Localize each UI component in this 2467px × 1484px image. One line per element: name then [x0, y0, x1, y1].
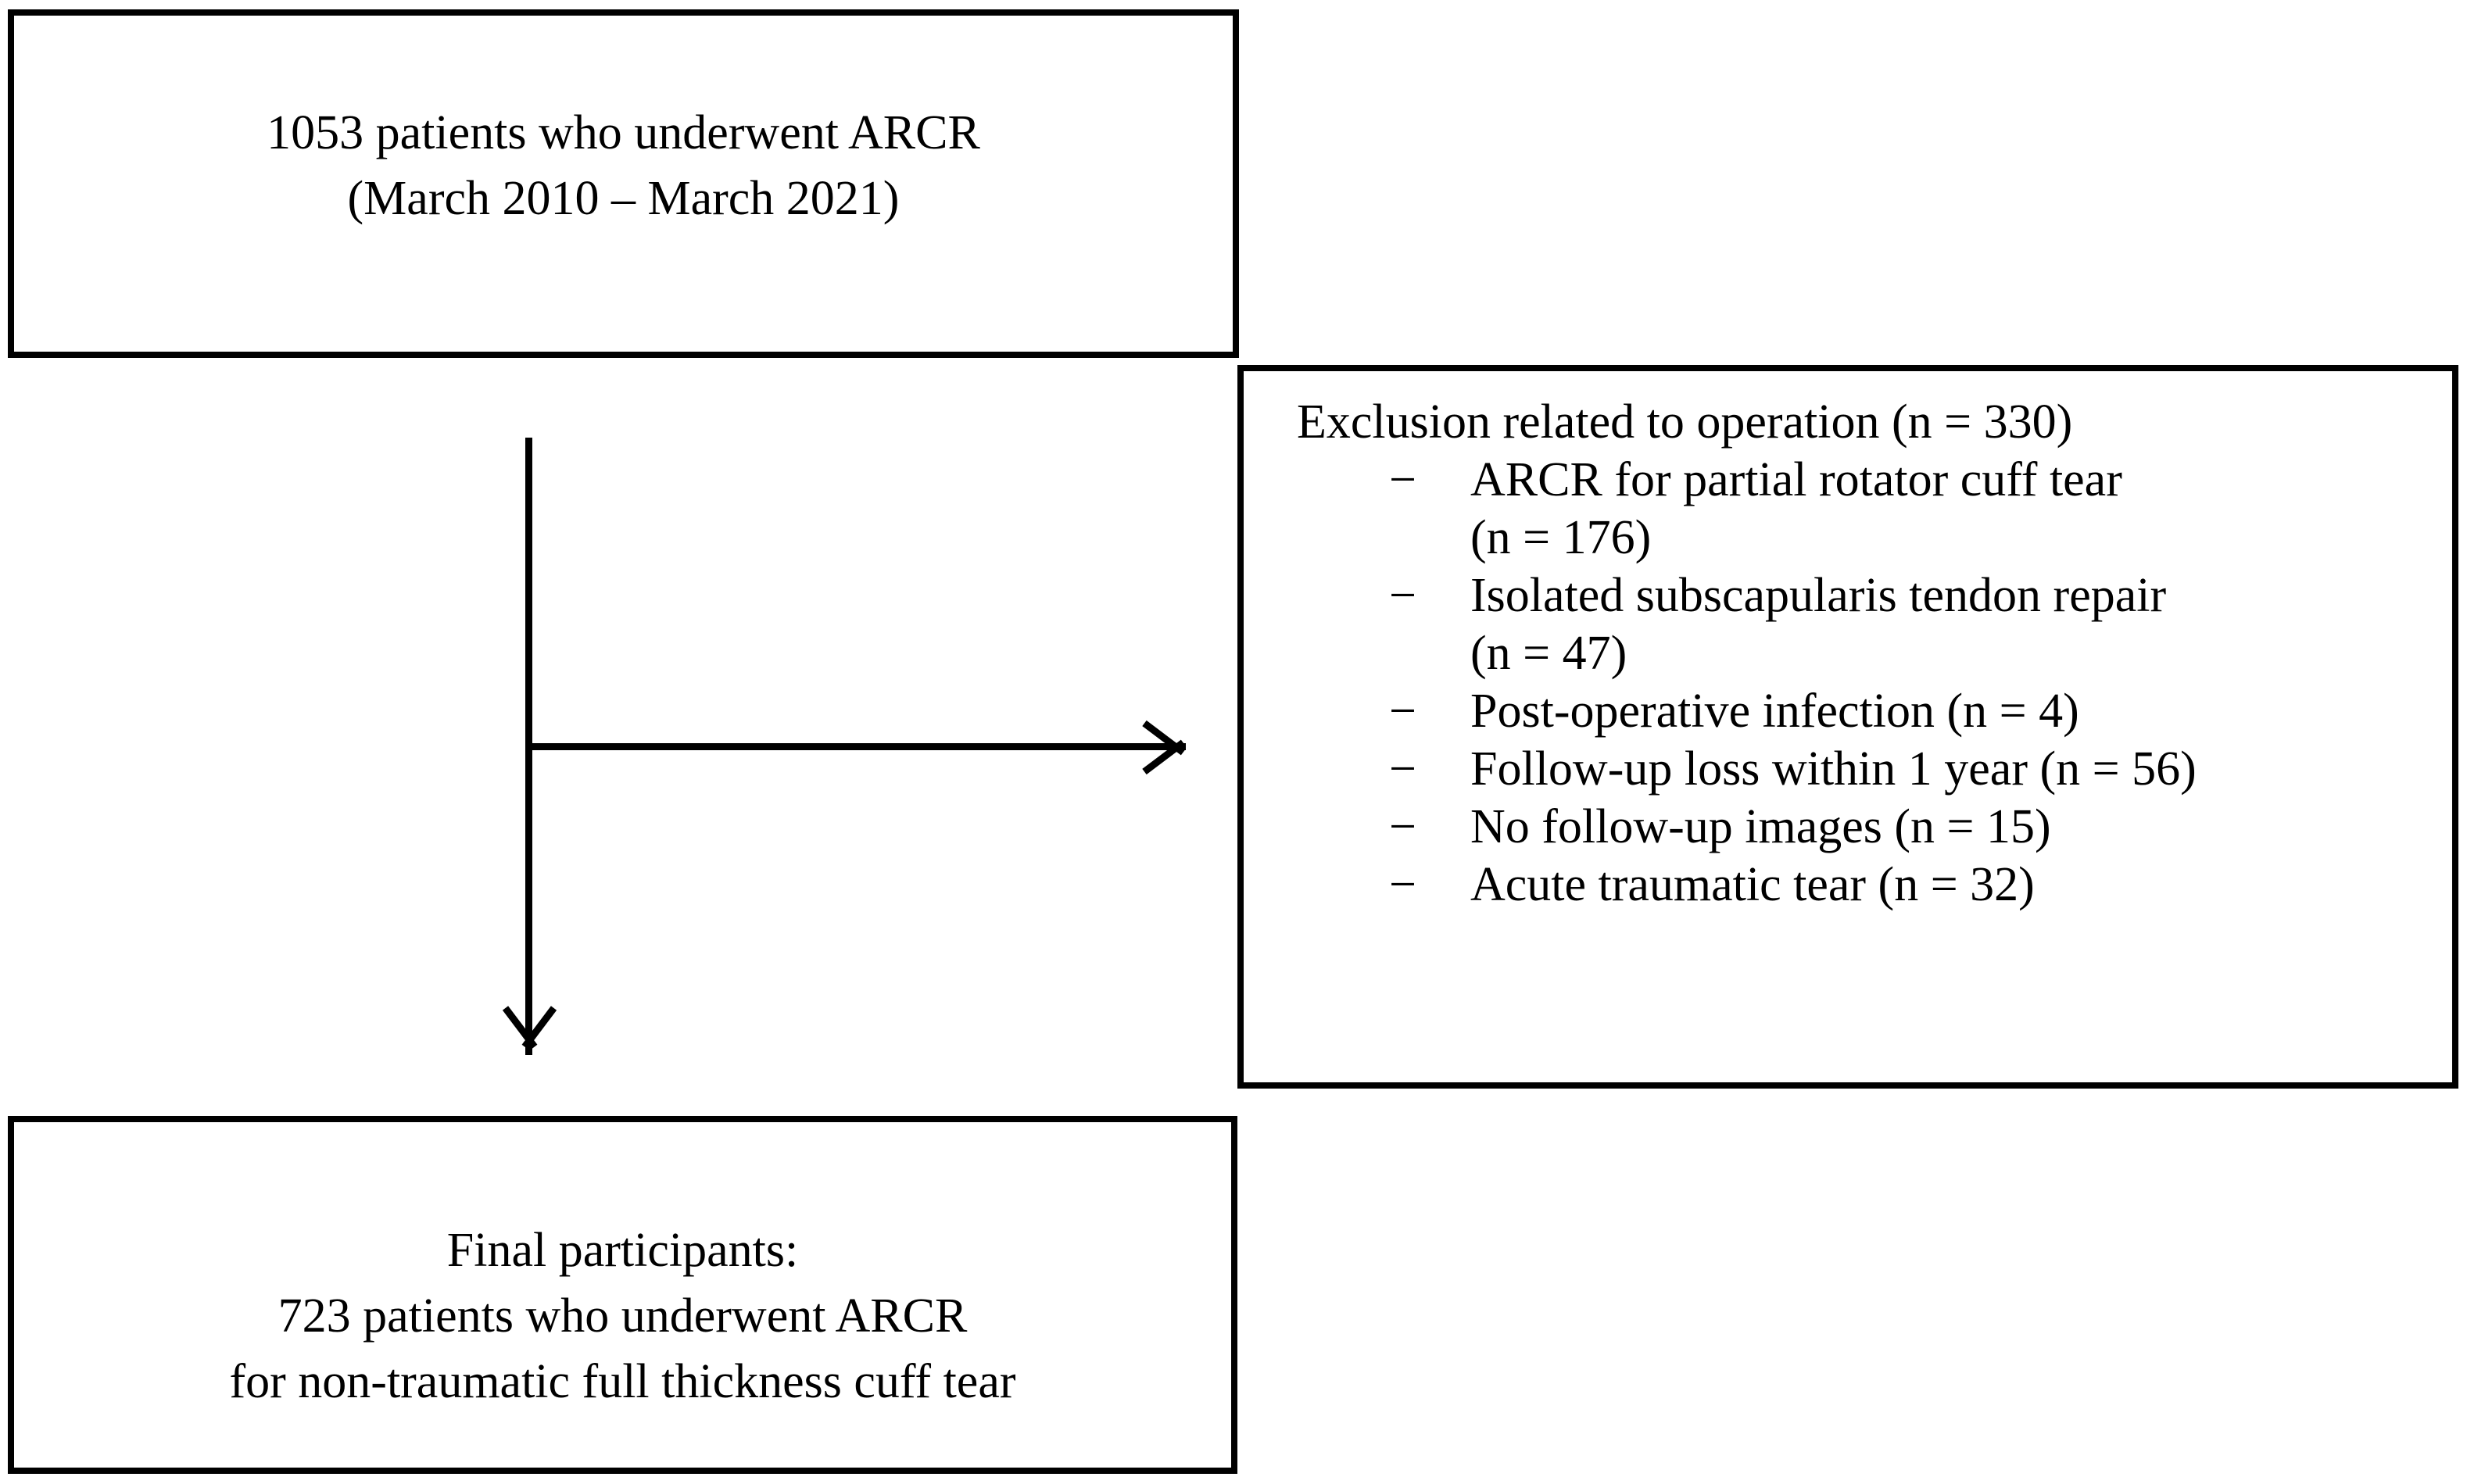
exclusion-content: Exclusion related to operation (n = 330)… [1297, 393, 2441, 914]
exclusion-list: − ARCR for partial rotator cuff tear (n … [1297, 451, 2441, 914]
list-dash-icon: − [1389, 569, 1416, 622]
exclusion-list-item: − Post-operative infection (n = 4) [1297, 682, 2441, 740]
exclusion-box: Exclusion related to operation (n = 330)… [1237, 365, 2458, 1089]
enrollment-line-1: 1053 patients who underwent ARCR [267, 106, 980, 159]
list-dash-icon: − [1389, 858, 1416, 911]
exclusion-item-text: Follow-up loss within 1 year (n = 56) [1470, 742, 2197, 796]
exclusion-item-text: No follow-up images (n = 15) [1470, 800, 2051, 853]
arrow-right-stroke-lower [1142, 739, 1186, 775]
list-dash-icon: − [1389, 685, 1416, 738]
exclusion-list-item: − Follow-up loss within 1 year (n = 56) [1297, 740, 2441, 798]
exclusion-list-item: − No follow-up images (n = 15) [1297, 798, 2441, 856]
enrollment-box: 1053 patients who underwent ARCR (March … [8, 9, 1239, 358]
enrollment-box-text: 1053 patients who underwent ARCR (March … [14, 100, 1233, 231]
exclusion-item-count: (n = 176) [1470, 511, 1652, 564]
arrow-right-icon [1142, 715, 1191, 779]
list-dash-icon: − [1389, 742, 1416, 796]
exclusion-list-item: − Acute traumatic tear (n = 32) [1297, 856, 2441, 914]
list-dash-icon: − [1389, 800, 1416, 853]
exclusion-heading: Exclusion related to operation (n = 330) [1297, 395, 2073, 449]
final-box-text: Final participants: 723 patients who und… [14, 1218, 1231, 1414]
arrow-down-stroke-right [521, 1006, 557, 1050]
exclusion-list-item: − ARCR for partial rotator cuff tear (n … [1297, 451, 2441, 567]
arrow-down-icon [497, 1006, 561, 1055]
exclusion-list-item: − Isolated subscapularis tendon repair (… [1297, 567, 2441, 682]
enrollment-line-2: (March 2010 – March 2021) [347, 172, 900, 225]
exclusion-item-text: Isolated subscapularis tendon repair [1470, 569, 2167, 622]
final-line-2: 723 patients who underwent ARCR [277, 1289, 968, 1343]
list-dash-icon: − [1389, 453, 1416, 506]
final-line-3: for non-traumatic full thickness cuff te… [229, 1355, 1016, 1408]
exclusion-item-text: Post-operative infection (n = 4) [1470, 685, 2079, 738]
final-participants-box: Final participants: 723 patients who und… [8, 1116, 1237, 1474]
final-line-1: Final participants: [446, 1224, 799, 1277]
exclusion-item-count: (n = 47) [1470, 627, 1627, 680]
exclusion-item-text: ARCR for partial rotator cuff tear [1470, 453, 2122, 506]
horizontal-connector-line [525, 743, 1186, 750]
exclusion-item-text: Acute traumatic tear (n = 32) [1470, 858, 2035, 911]
